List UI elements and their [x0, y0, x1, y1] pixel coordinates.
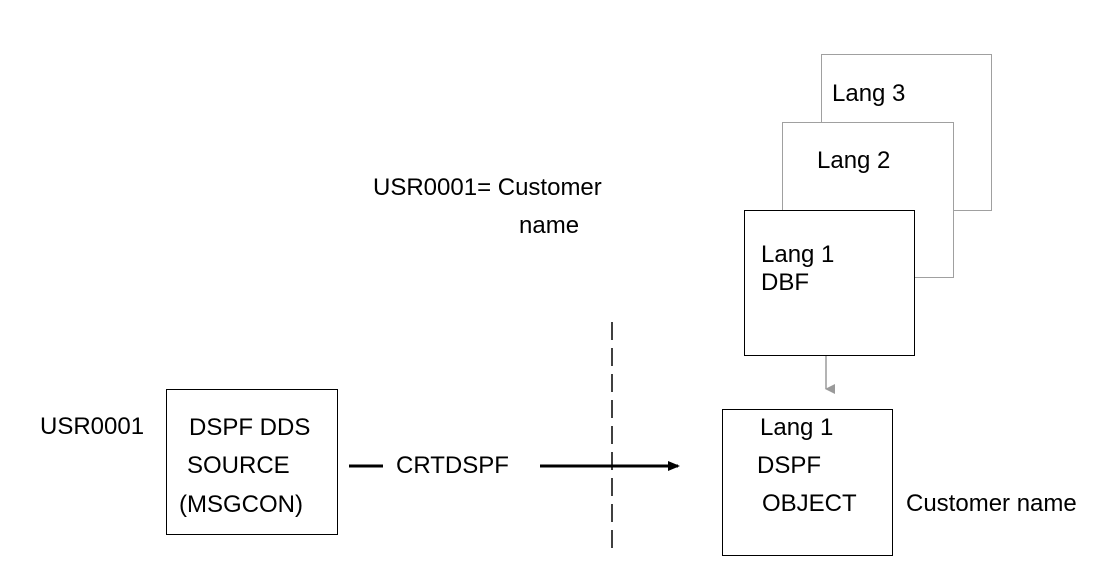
object-line-1: Lang 1 [760, 414, 834, 441]
object-result-text: Customer name [906, 490, 1077, 517]
object-line-3: OBJECT [762, 490, 857, 517]
source-line-2: SOURCE [187, 452, 290, 479]
definition-line-1: USR0001= Customer [373, 174, 602, 201]
command-label: CRTDSPF [396, 452, 509, 479]
lang-3-label: Lang 3 [832, 80, 906, 107]
source-message-id: USR0001 [40, 413, 145, 440]
source-box: DSPF DDS SOURCE (MSGCON) [166, 389, 338, 535]
lang-1-dbf-box: Lang 1 DBF [744, 210, 915, 356]
source-line-3: (MSGCON) [179, 491, 303, 518]
dbf-label: DBF [761, 269, 809, 296]
object-line-2: DSPF [757, 452, 822, 479]
lang-1-dbf-label: Lang 1 [761, 241, 835, 268]
object-box: Lang 1 DSPF OBJECT [722, 409, 893, 556]
source-line-1: DSPF DDS [189, 414, 311, 441]
lang-2-label: Lang 2 [817, 147, 891, 174]
definition-line-2: name [519, 212, 580, 239]
